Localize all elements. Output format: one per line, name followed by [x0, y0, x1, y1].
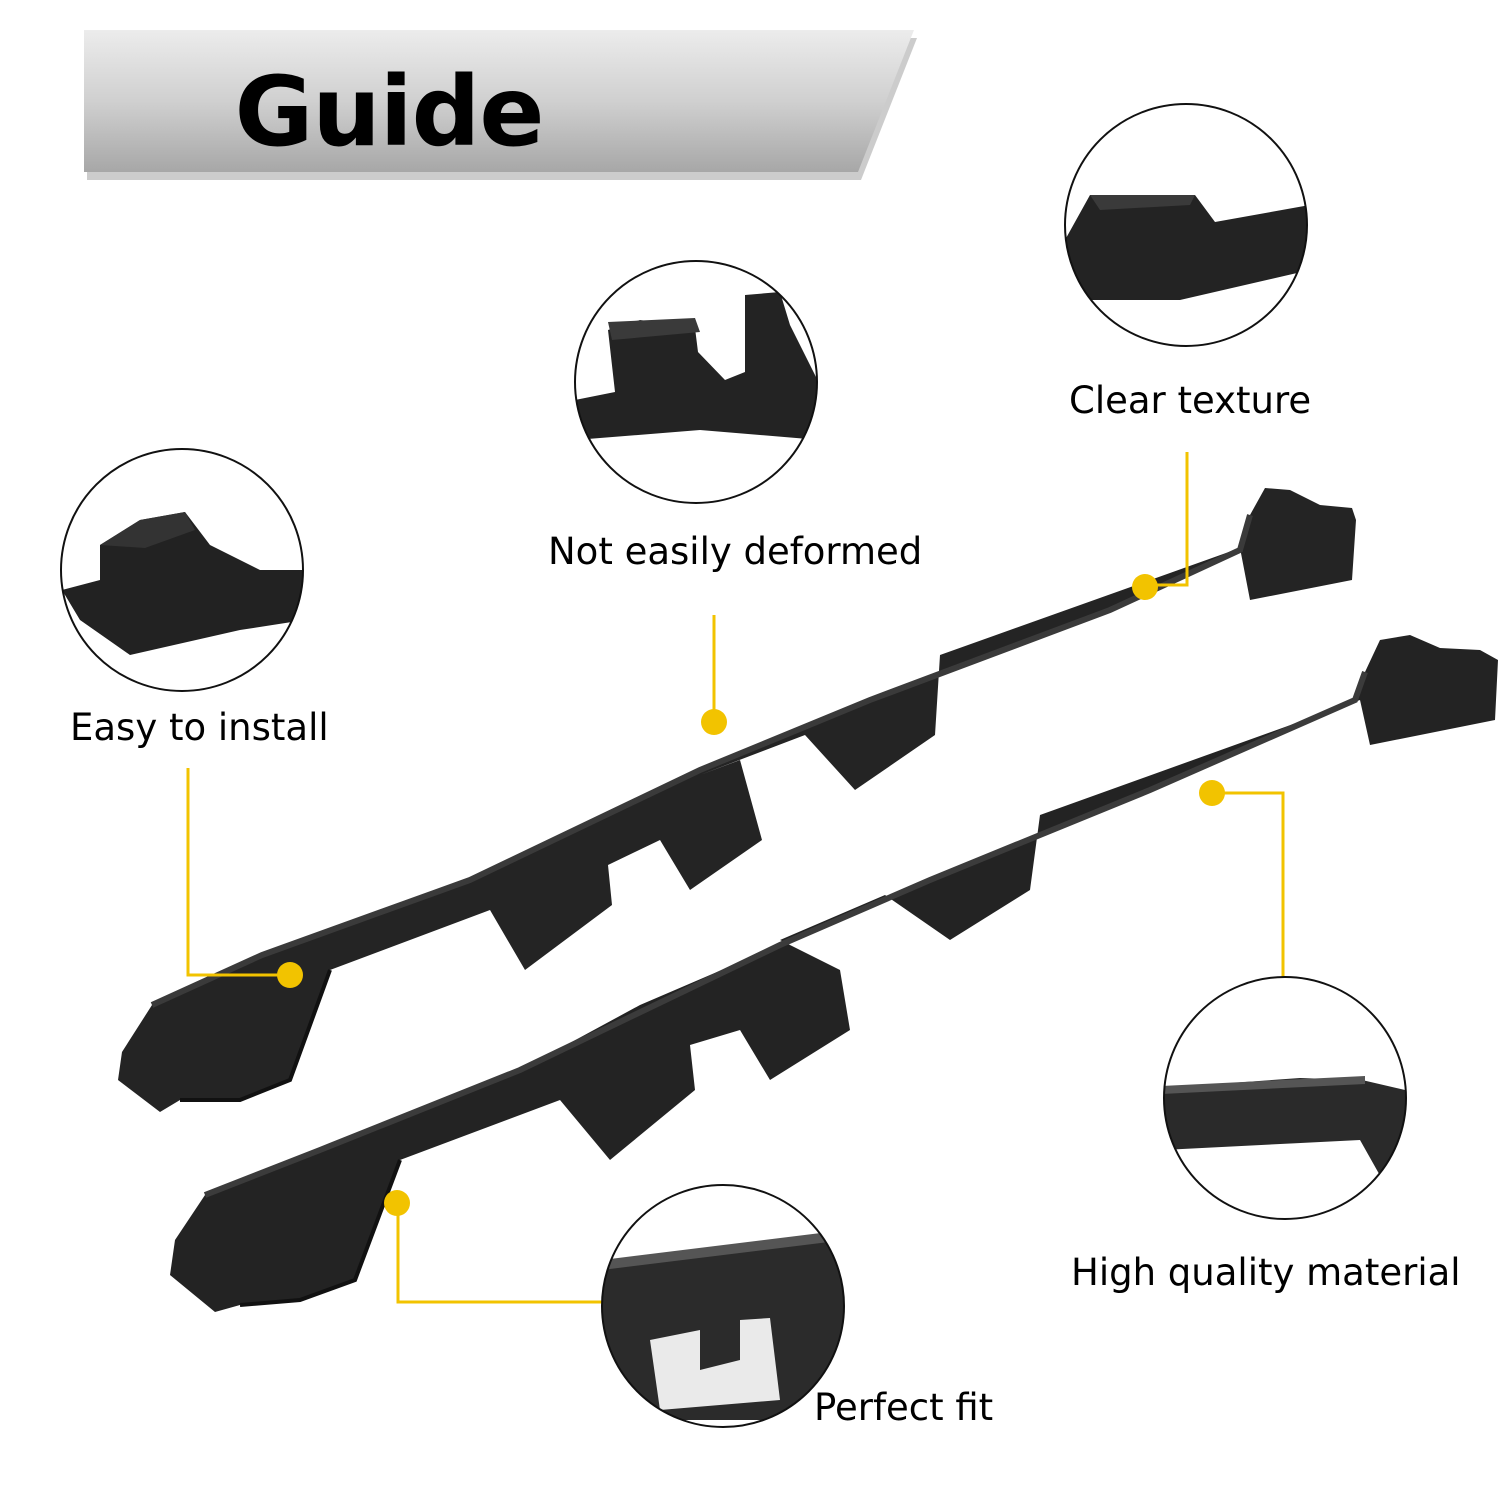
leader-perfect-fit	[396, 1205, 603, 1304]
callout-dot	[1132, 574, 1158, 600]
detail-zoom-circle	[574, 260, 818, 504]
rubber-guide-part-back	[118, 488, 1356, 1112]
callout-dots	[277, 574, 1225, 1216]
label-not-easily-deformed: Not easily deformed	[548, 530, 923, 573]
detail-zoom-circle	[601, 1184, 845, 1428]
callout-leaders	[186, 452, 1285, 1304]
label-clear-texture: Clear texture	[1069, 379, 1312, 422]
leader-easy-to-install	[186, 768, 290, 977]
detail-zoom-circle	[1064, 103, 1308, 347]
callout-dot	[1199, 780, 1225, 806]
callout-dot	[384, 1190, 410, 1216]
guide-banner: Guide	[84, 30, 917, 180]
label-perfect-fit: Perfect fit	[814, 1386, 994, 1429]
callout-dot	[701, 709, 727, 735]
label-high-quality-material: High quality material	[1071, 1251, 1461, 1294]
leader-clear-texture	[1145, 452, 1189, 587]
label-easy-to-install: Easy to install	[70, 706, 329, 749]
leader-high-quality-material	[1212, 791, 1285, 978]
rubber-guide-part-front	[170, 635, 1498, 1312]
detail-zoom-circle	[60, 448, 304, 692]
banner-background	[84, 30, 917, 180]
callout-dot	[277, 962, 303, 988]
detail-zoom-circle	[1163, 976, 1407, 1220]
page-title: Guide	[234, 56, 545, 168]
